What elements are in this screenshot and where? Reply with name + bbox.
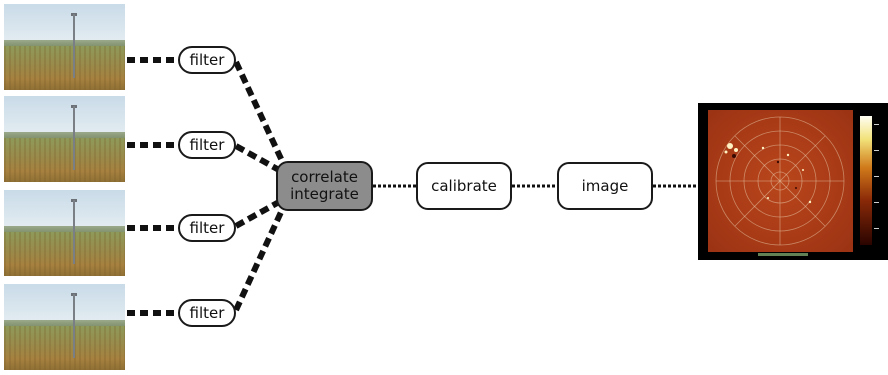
sky-map-caption-mark xyxy=(758,253,808,256)
correlate-label: correlate xyxy=(291,168,358,186)
sky-map-image xyxy=(698,103,888,260)
sky-map-grid xyxy=(715,116,845,246)
colorbar xyxy=(860,116,872,245)
link-filter-4-correlator xyxy=(233,208,285,312)
antenna-mast xyxy=(73,200,75,264)
station-photo-3 xyxy=(4,190,125,276)
link-filter-1-correlator xyxy=(233,60,286,165)
colorbar-ticks xyxy=(874,116,884,245)
link-filter-2-correlator xyxy=(234,143,281,173)
correlate-integrate-node: correlate integrate xyxy=(276,161,373,211)
station-photo-4 xyxy=(4,284,125,370)
integrate-label: integrate xyxy=(290,185,359,203)
station-photo-1 xyxy=(4,4,125,90)
antenna-mast xyxy=(73,294,75,358)
sky-map-field xyxy=(708,110,853,252)
antenna-mast xyxy=(73,106,75,170)
image-node: image xyxy=(557,162,653,210)
antenna-mast xyxy=(73,14,75,78)
calibrate-node: calibrate xyxy=(416,162,512,210)
filter-node-3: filter xyxy=(178,214,236,242)
station-photo-2 xyxy=(4,96,125,182)
link-filter-3-correlator xyxy=(234,199,281,229)
filter-node-2: filter xyxy=(178,131,236,159)
filter-node-1: filter xyxy=(178,46,236,74)
filter-node-4: filter xyxy=(178,299,236,327)
